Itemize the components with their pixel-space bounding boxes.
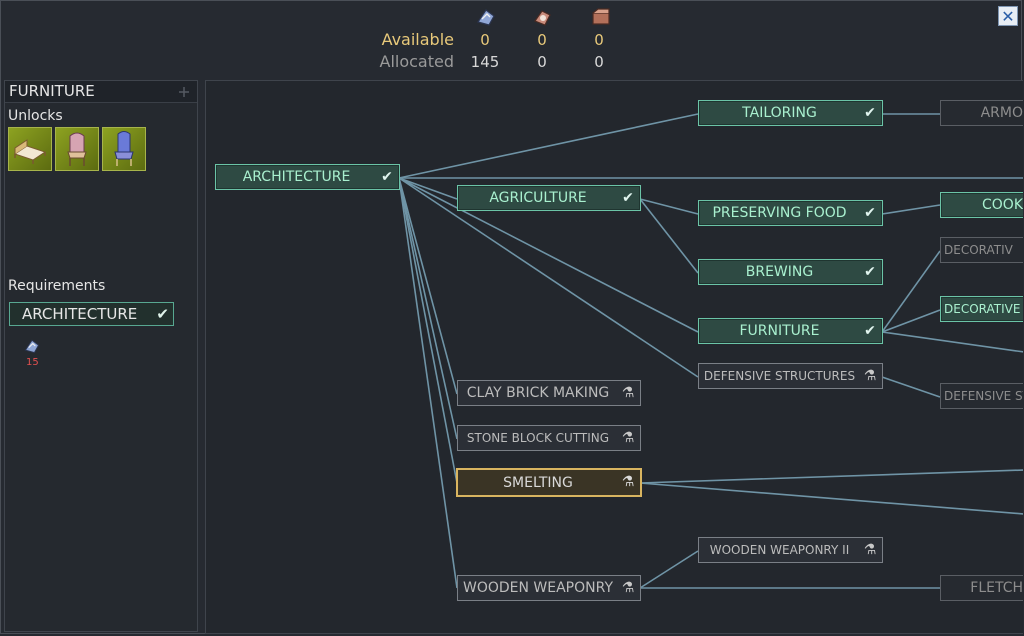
node-agriculture[interactable]: AGRICULTURE ✔ <box>457 185 641 211</box>
storage-points-icon <box>592 8 610 25</box>
tech-tree-canvas[interactable]: ARCHITECTURE ✔ AGRICULTURE ✔ TAILORING ✔… <box>205 80 1023 634</box>
node-label: DEFENSIVE STRUCTURES <box>703 369 856 383</box>
researched-flask-icon: ✔ <box>622 190 634 206</box>
production-points-icon <box>534 10 551 26</box>
node-label: STONE BLOCK CUTTING <box>466 431 610 445</box>
node-label: DECORATIVE S <box>944 302 1023 316</box>
node-label: PRESERVING FOOD <box>712 205 847 221</box>
researched-flask-icon: ✔ <box>156 305 169 323</box>
researched-flask-icon: ✔ <box>864 105 876 121</box>
research-cost-value: 15 <box>26 357 39 368</box>
node-defensive-structures-2[interactable]: DEFENSIVE ST <box>940 383 1023 409</box>
research-cost-icon <box>24 339 40 354</box>
requirement-architecture[interactable]: ARCHITECTURE ✔ <box>9 302 174 326</box>
node-label: COOK <box>982 197 1023 213</box>
node-label: SMELTING <box>503 474 573 491</box>
flask-icon: ⚗ <box>621 474 635 490</box>
requirements-label: Requirements <box>8 278 106 294</box>
researched-flask-icon: ✔ <box>864 205 876 221</box>
node-label: DEFENSIVE ST <box>944 389 1023 403</box>
node-label: ARMO <box>980 105 1023 121</box>
allocated-production-value: 0 <box>537 53 547 71</box>
collapse-icon[interactable] <box>177 85 191 99</box>
node-label: FURNITURE <box>739 323 820 339</box>
flask-icon: ⚗ <box>621 385 635 401</box>
bed-icon <box>13 139 47 164</box>
allocated-storage-value: 0 <box>594 53 604 71</box>
node-armor[interactable]: ARMO <box>940 100 1023 126</box>
researched-flask-icon: ✔ <box>381 169 393 185</box>
node-label: BREWING <box>745 264 814 280</box>
detail-title: FURNITURE <box>5 81 197 103</box>
unlock-item-throne[interactable] <box>102 127 146 171</box>
node-label: FLETCH <box>970 580 1023 596</box>
node-architecture[interactable]: ARCHITECTURE ✔ <box>215 164 400 190</box>
node-label: WOODEN WEAPONRY <box>462 580 613 596</box>
research-points-icon <box>477 9 495 26</box>
flask-icon: ⚗ <box>621 430 635 446</box>
node-decorative-2[interactable]: DECORATIVE S <box>940 296 1023 322</box>
node-label: DECORATIV <box>944 243 1013 257</box>
available-production-value: 0 <box>537 31 547 49</box>
flask-icon: ⚗ <box>621 580 635 596</box>
node-tailoring[interactable]: TAILORING ✔ <box>698 100 883 126</box>
node-label: AGRICULTURE <box>489 190 587 206</box>
node-label: WOODEN WEAPONRY II <box>709 543 850 557</box>
node-defensive-structures[interactable]: DEFENSIVE STRUCTURES ⚗ <box>698 363 883 389</box>
flask-icon: ⚗ <box>863 542 877 558</box>
node-label: TAILORING <box>742 105 817 121</box>
allocated-research-value: 145 <box>470 53 500 71</box>
node-wooden-weaponry-2[interactable]: WOODEN WEAPONRY II ⚗ <box>698 537 883 563</box>
node-label: CLAY BRICK MAKING <box>466 385 610 401</box>
node-cooking[interactable]: COOK <box>940 192 1023 218</box>
close-button[interactable]: ✕ <box>998 6 1018 26</box>
tree-connections <box>398 113 1023 589</box>
node-fletching[interactable]: FLETCH <box>940 575 1023 601</box>
node-wooden-weaponry[interactable]: WOODEN WEAPONRY ⚗ <box>457 575 641 601</box>
unlock-item-bed[interactable] <box>8 127 52 171</box>
detail-panel: FURNITURE Unlocks Requirements ARCHITECT… <box>4 80 198 632</box>
allocated-label: Allocated <box>379 52 455 71</box>
unlocks-label: Unlocks <box>8 108 63 124</box>
node-stone-block-cutting[interactable]: STONE BLOCK CUTTING ⚗ <box>457 425 641 451</box>
chair-icon <box>67 132 87 166</box>
available-research-value: 0 <box>480 31 490 49</box>
throne-icon <box>114 131 134 166</box>
node-decorative-1[interactable]: DECORATIV <box>940 237 1023 263</box>
researched-flask-icon: ✔ <box>864 323 876 339</box>
node-brewing[interactable]: BREWING ✔ <box>698 259 883 285</box>
node-furniture[interactable]: FURNITURE ✔ <box>698 318 883 344</box>
node-clay-brick-making[interactable]: CLAY BRICK MAKING ⚗ <box>457 380 641 406</box>
flask-icon: ⚗ <box>863 368 877 384</box>
available-label: Available <box>381 30 454 49</box>
requirement-label: ARCHITECTURE <box>22 305 138 323</box>
node-label: ARCHITECTURE <box>242 169 351 185</box>
node-smelting[interactable]: SMELTING ⚗ <box>456 468 642 497</box>
unlock-item-chair[interactable] <box>55 127 99 171</box>
researched-flask-icon: ✔ <box>864 264 876 280</box>
available-storage-value: 0 <box>594 31 604 49</box>
node-preserving-food[interactable]: PRESERVING FOOD ✔ <box>698 200 883 226</box>
